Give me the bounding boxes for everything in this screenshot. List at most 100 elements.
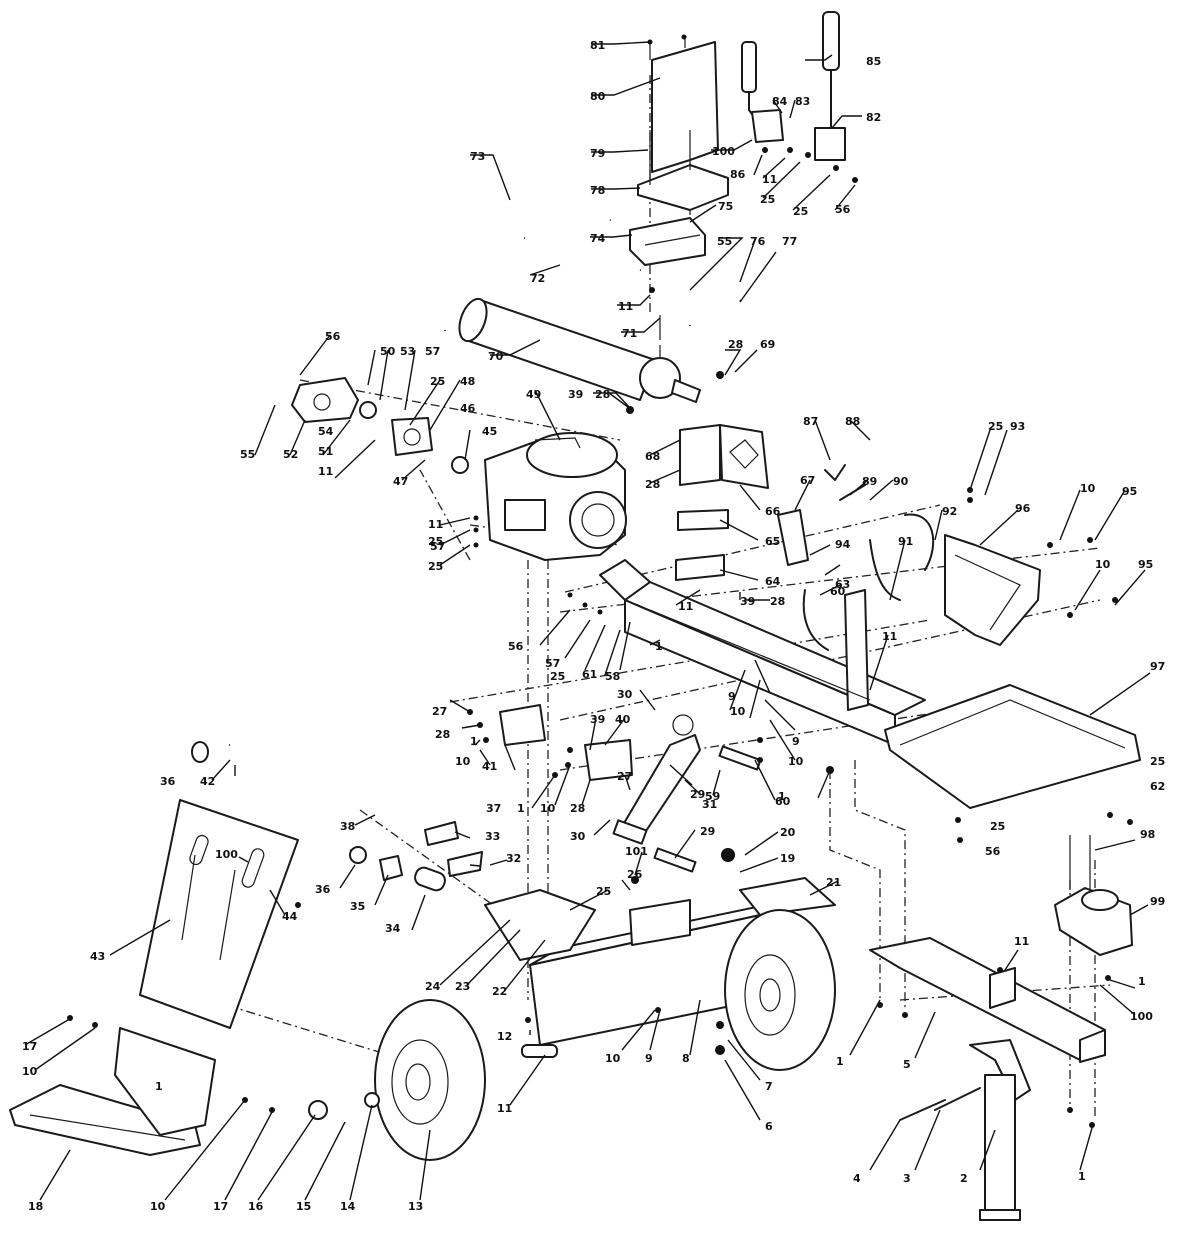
- callout-76: 76: [750, 235, 766, 248]
- hardware-dots: [67, 34, 1133, 1128]
- callout-10: 10: [1080, 482, 1096, 495]
- wheel-left: [308, 999, 486, 1161]
- callout-57: 57: [425, 345, 440, 358]
- return-hose-elbow: [688, 284, 742, 326]
- callout-28: 28: [595, 388, 610, 401]
- callout-39: 39: [568, 388, 583, 401]
- callout-85: 85: [866, 55, 881, 68]
- callout-86: 86: [730, 168, 746, 181]
- callout-61: 61: [582, 668, 597, 681]
- valve-mount-bracket: [637, 130, 729, 211]
- callout-11: 11: [318, 465, 333, 478]
- callout-17: 17: [22, 1040, 37, 1053]
- callout-98: 98: [1140, 828, 1155, 841]
- callout-6: 6: [765, 1120, 773, 1133]
- callout-55: 55: [240, 448, 255, 461]
- callout-1: 1: [655, 640, 663, 653]
- callout-43: 43: [90, 950, 105, 963]
- callout-59: 59: [705, 790, 720, 803]
- callout-100: 100: [215, 848, 238, 861]
- stand-pins: [899, 1087, 981, 1121]
- callout-74: 74: [590, 232, 606, 245]
- callout-38: 38: [340, 820, 355, 833]
- callout-1: 1: [1078, 1170, 1086, 1183]
- callout-49: 49: [526, 388, 541, 401]
- callout-56: 56: [835, 203, 851, 216]
- callout-25: 25: [550, 670, 565, 683]
- callout-1: 1: [1138, 975, 1146, 988]
- callout-1: 1: [470, 735, 478, 748]
- callout-70: 70: [488, 350, 504, 363]
- callout-10: 10: [22, 1065, 38, 1078]
- hydraulic-pump: [291, 377, 377, 423]
- callout-20: 20: [780, 826, 796, 839]
- callout-25: 25: [430, 375, 445, 388]
- callout-17: 17: [213, 1200, 228, 1213]
- callout-78: 78: [590, 184, 605, 197]
- callout-11: 11: [428, 518, 443, 531]
- callout-71: 71: [622, 327, 637, 340]
- callout-90: 90: [893, 475, 909, 488]
- hitch-coupler: [1054, 835, 1133, 956]
- callout-25: 25: [760, 193, 775, 206]
- callout-65: 65: [765, 535, 780, 548]
- callout-29: 29: [700, 825, 715, 838]
- callout-28: 28: [770, 595, 785, 608]
- callout-69: 69: [760, 338, 775, 351]
- callout-11: 11: [618, 300, 633, 313]
- callout-33: 33: [485, 830, 500, 843]
- callout-63: 63: [835, 578, 850, 591]
- callout-96: 96: [1015, 502, 1031, 515]
- callout-10: 10: [605, 1052, 621, 1065]
- callout-32: 32: [506, 852, 521, 865]
- callout-1: 1: [155, 1080, 163, 1093]
- callout-30: 30: [617, 688, 633, 701]
- callout-94: 94: [835, 538, 851, 551]
- hose-fittings: [349, 821, 483, 892]
- callout-18: 18: [28, 1200, 43, 1213]
- callout-16: 16: [248, 1200, 264, 1213]
- callout-21: 21: [826, 876, 841, 889]
- callout-28: 28: [570, 802, 585, 815]
- callout-83: 83: [795, 95, 810, 108]
- hydraulic-cylinder: [458, 297, 701, 403]
- callout-36: 36: [315, 883, 331, 896]
- callout-25: 25: [793, 205, 808, 218]
- callout-1: 1: [836, 1055, 844, 1068]
- fender-plate: [139, 799, 299, 1029]
- callout-5: 5: [903, 1058, 911, 1071]
- callout-95: 95: [1122, 485, 1137, 498]
- callout-87: 87: [803, 415, 818, 428]
- callout-leaders: [24, 41, 1151, 1201]
- callout-4: 4: [853, 1172, 861, 1185]
- bracket-41: [499, 704, 546, 746]
- callout-52: 52: [283, 448, 298, 461]
- callout-92: 92: [942, 505, 957, 518]
- callout-56: 56: [508, 640, 524, 653]
- callout-75: 75: [718, 200, 733, 213]
- callout-81: 81: [590, 39, 605, 52]
- callout-31: 31: [702, 798, 717, 811]
- callout-73: 73: [470, 150, 485, 163]
- engine: [484, 432, 627, 561]
- pump-mount-plate: [391, 417, 433, 456]
- callout-9: 9: [728, 690, 736, 703]
- callout-46: 46: [460, 402, 476, 415]
- callout-48: 48: [460, 375, 475, 388]
- callout-12: 12: [497, 1030, 512, 1043]
- callout-36: 36: [160, 775, 176, 788]
- hydraulic-hose-short: [524, 236, 641, 272]
- callout-82: 82: [866, 111, 881, 124]
- callout-39: 39: [740, 595, 755, 608]
- callout-58: 58: [605, 670, 620, 683]
- callout-25: 25: [1150, 755, 1165, 768]
- control-handle-right: [814, 11, 846, 161]
- engine-guard-plate: [649, 35, 719, 173]
- callout-9: 9: [645, 1052, 653, 1065]
- callout-10: 10: [1095, 558, 1111, 571]
- control-handle-left: [741, 41, 784, 143]
- control-valve: [629, 217, 706, 266]
- callout-11: 11: [882, 630, 897, 643]
- callout-93: 93: [1010, 420, 1025, 433]
